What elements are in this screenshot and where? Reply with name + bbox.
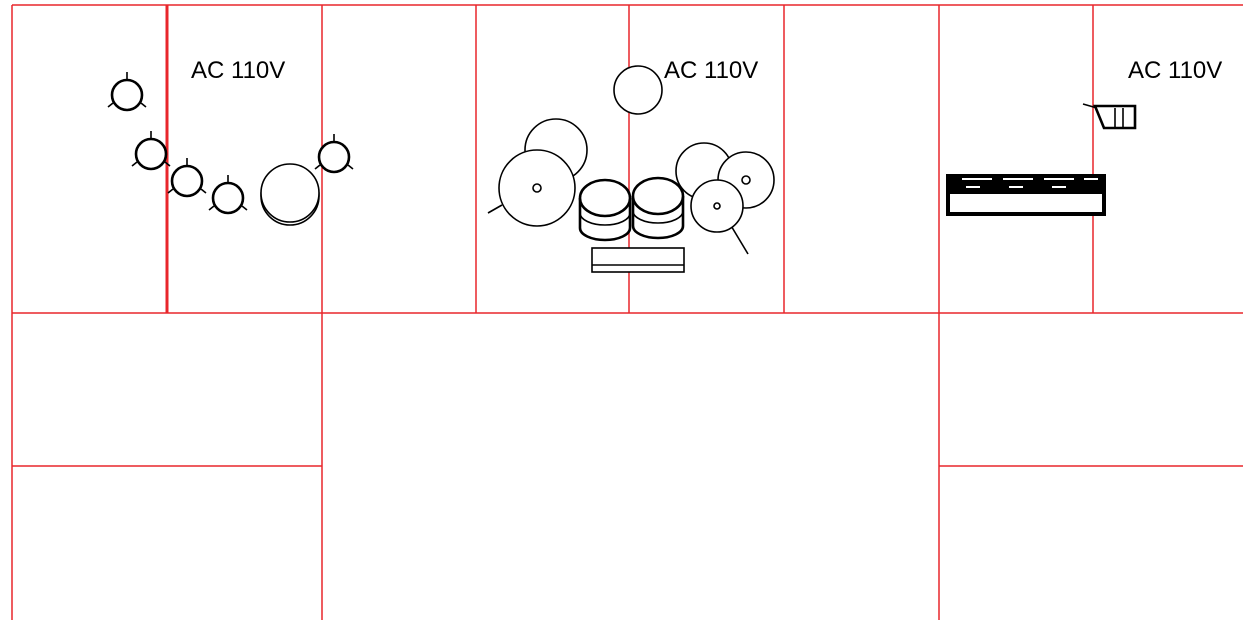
tom-drum [631,176,685,240]
monitor-speaker [314,134,354,174]
keyboard-keys [962,178,1098,188]
tom-drum [578,178,632,242]
monitor-speaker-icon [107,72,354,226]
cymbal [690,179,749,255]
drum-kit-icon [487,65,775,273]
monitor-speaker [167,158,207,198]
cymbal [613,65,663,115]
riser-grid [11,4,1243,620]
amplifier-icon [1082,103,1137,130]
power-label-right: AC 110V [1128,57,1222,84]
bass-drum-round [260,163,320,226]
monitor-speaker [107,72,147,112]
cymbal [487,149,576,227]
keyboard-icon [946,174,1106,216]
monitor-speaker [208,175,248,215]
power-label-center: AC 110V [664,57,758,84]
power-label-left: AC 110V [191,57,285,84]
riser-platform [591,247,685,273]
keyboard-panel [950,194,1102,212]
monitor-speaker [131,131,171,171]
